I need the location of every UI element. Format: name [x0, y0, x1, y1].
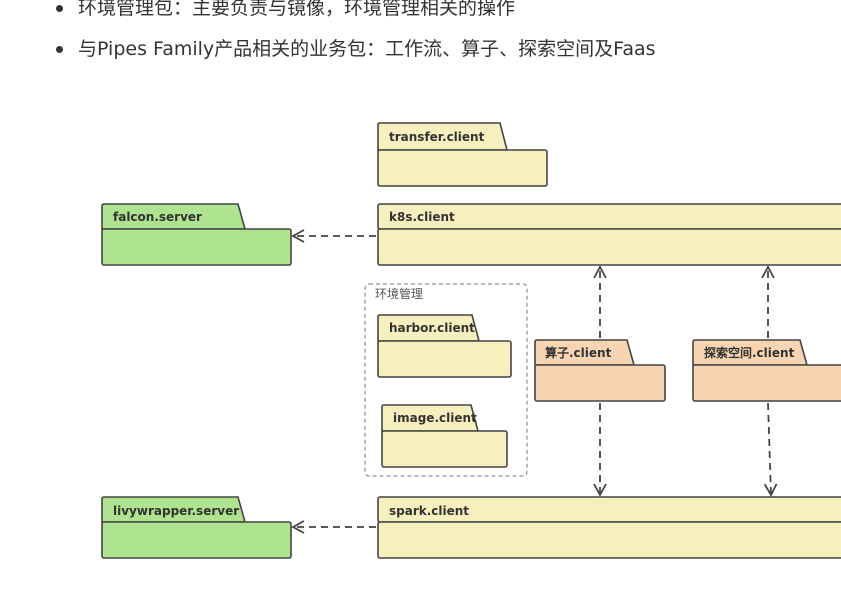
bullet-item: 环境管理包：主要负责与镜像，环境管理相关的操作 — [56, 0, 515, 20]
package-label: image.client — [393, 411, 477, 425]
package-k8s-client: k8s.client — [377, 203, 841, 266]
package-harbor-client: harbor.client — [377, 314, 512, 378]
package-label: falcon.server — [113, 210, 202, 224]
package-label: harbor.client — [389, 321, 475, 335]
package-falcon-server: falcon.server — [101, 203, 292, 266]
bullet-text: 与Pipes Family产品相关的业务包：工作流、算子、探索空间及Faas — [78, 38, 656, 60]
package-image-client: image.client — [381, 404, 508, 468]
package-label: 探索空间.client — [704, 345, 795, 360]
env-management-group: 环境管理 — [364, 283, 528, 477]
package-spark-client: spark.client — [377, 496, 841, 559]
arrow-explore-to-spark — [763, 402, 778, 497]
package-transfer-client: transfer.client — [377, 122, 548, 187]
bullet-item: 与Pipes Family产品相关的业务包：工作流、算子、探索空间及Faas — [56, 37, 656, 61]
package-livywrapper-server: livywrapper.server — [101, 496, 292, 559]
group-label: 环境管理 — [375, 286, 423, 301]
package-label: livywrapper.server — [113, 504, 239, 518]
package-explore-client: 探索空间.client — [692, 339, 841, 402]
package-label: spark.client — [389, 504, 469, 518]
package-operator-client: 算子.client — [534, 339, 666, 402]
bullet-text: 环境管理包：主要负责与镜像，环境管理相关的操作 — [78, 0, 516, 19]
package-label: 算子.client — [545, 345, 612, 360]
package-label: transfer.client — [389, 130, 485, 144]
package-label: k8s.client — [389, 210, 455, 224]
